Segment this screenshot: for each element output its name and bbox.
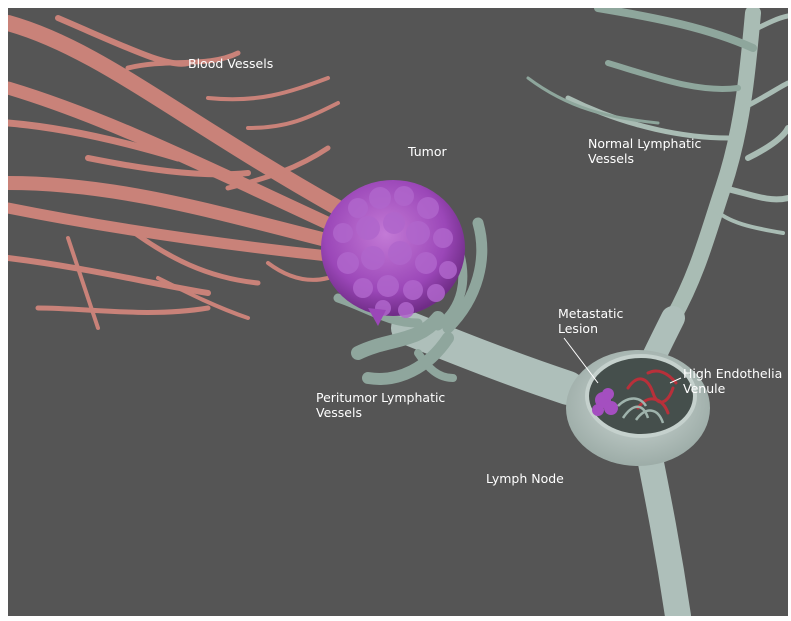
lymphatic-diagram-art	[8, 8, 788, 616]
illustration-frame: Blood Vessels Tumor Normal Lymphatic Ves…	[8, 8, 788, 616]
label-lymph-node: Lymph Node	[486, 471, 564, 486]
label-peritumor-lymphatic-vessels: Peritumor Lymphatic Vessels	[316, 390, 445, 420]
blood-vessels	[8, 18, 338, 328]
label-normal-lymphatic-vessels: Normal Lymphatic Vessels	[588, 136, 701, 166]
label-metastatic-lesion: Metastatic Lesion	[558, 306, 623, 336]
label-high-endothelial-venule: High Endothelia Venule	[683, 366, 782, 396]
label-tumor: Tumor	[408, 144, 447, 159]
label-blood-vessels: Blood Vessels	[188, 56, 273, 71]
